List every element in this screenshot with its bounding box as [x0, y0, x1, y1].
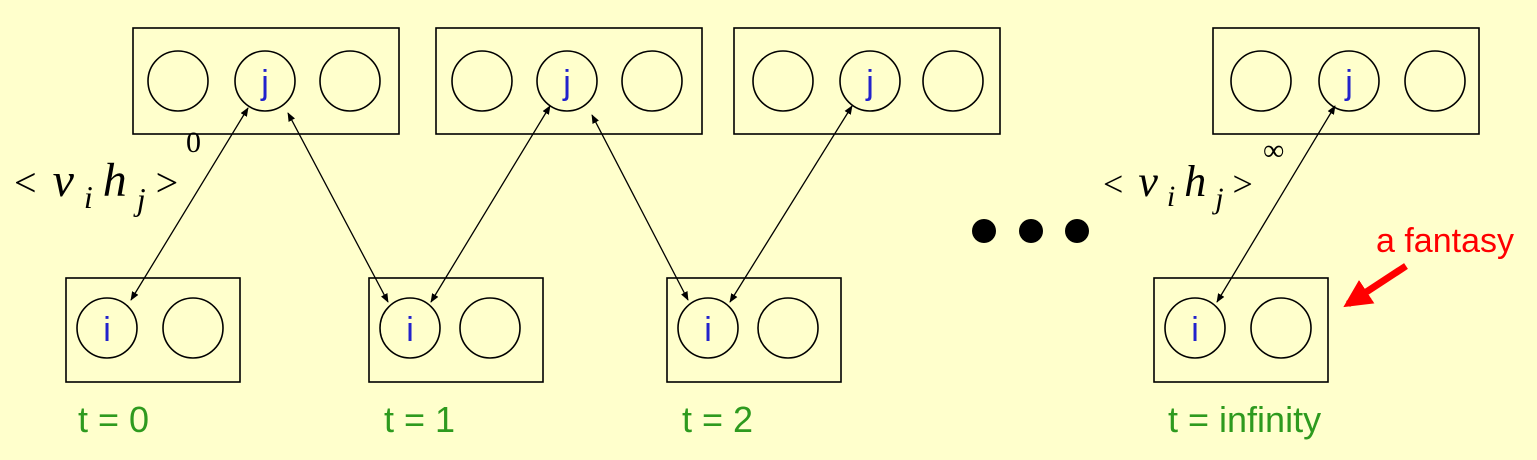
connection-arrow [430, 105, 551, 303]
hidden-unit [621, 50, 683, 112]
hidden-unit [319, 50, 381, 112]
connection-arrow [130, 107, 249, 301]
hidden-unit [1230, 50, 1292, 112]
svg-text:< v i h: < v i h j > [1103, 157, 1253, 216]
correlation-term-tinf: < v i h j > ∞ [1103, 134, 1284, 216]
h-symbol: h [103, 154, 127, 207]
h-symbol: h [1184, 157, 1206, 206]
ellipsis-dots [972, 219, 1089, 243]
superscript-zero: 0 [186, 126, 201, 159]
visible-layer-tinf: i [1153, 277, 1329, 383]
angle-close: > [156, 160, 179, 205]
visible-unit [757, 297, 819, 359]
hidden-layer-t2: j [733, 27, 1001, 135]
visible-unit [162, 297, 224, 359]
time-label-tinf: t = infinity [1168, 399, 1321, 440]
visible-unit [1250, 297, 1312, 359]
angle-open: < [14, 160, 37, 205]
hidden-unit [922, 50, 984, 112]
hidden-unit-j-label: j [260, 64, 269, 102]
hidden-unit-j [234, 50, 296, 112]
visible-unit-i [76, 297, 138, 359]
v-symbol: v [1138, 157, 1158, 206]
visible-unit-i [379, 297, 441, 359]
visible-layer-t2: i [666, 277, 842, 383]
visible-unit-i [677, 297, 739, 359]
hidden-unit-j [536, 50, 598, 112]
time-label-t1: t = 1 [384, 399, 455, 440]
hidden-unit-j [1318, 50, 1380, 112]
superscript-infinity: ∞ [1263, 134, 1284, 167]
v-subscript: i [84, 179, 93, 215]
h-subscript: j [1211, 182, 1223, 215]
hidden-unit [1404, 50, 1466, 112]
h-subscript: j [133, 181, 146, 217]
visible-layer-t1: i [368, 277, 544, 383]
hidden-unit-j [839, 50, 901, 112]
fantasy-annotation: a fantasy [1376, 222, 1514, 260]
angle-close: > [1233, 164, 1253, 204]
connection-arrow [287, 112, 389, 303]
svg-text:< v i h: < v i h j > [14, 154, 178, 219]
visible-unit [459, 297, 521, 359]
connection-arrow [591, 114, 689, 301]
hidden-unit [147, 50, 209, 112]
hidden-layer-t1: j [435, 27, 703, 135]
angle-open: < [1103, 164, 1123, 204]
visible-unit-i [1164, 297, 1226, 359]
hidden-unit [451, 50, 513, 112]
hidden-unit [752, 50, 814, 112]
hidden-unit-j-label: j [562, 64, 571, 102]
fantasy-arrow [1343, 263, 1408, 308]
visible-unit-i-label: i [103, 311, 111, 349]
hidden-unit-j-label: j [1344, 64, 1353, 102]
visible-unit-i-label: i [1191, 311, 1199, 349]
visible-unit-i-label: i [406, 311, 414, 349]
hidden-layer-t0: j [132, 27, 400, 135]
time-label-t2: t = 2 [682, 399, 753, 440]
v-subscript: i [1167, 180, 1175, 213]
v-symbol: v [53, 154, 75, 207]
visible-unit-i-label: i [704, 311, 712, 349]
time-label-t0: t = 0 [78, 399, 149, 440]
correlation-term-t0: < v i h j > 0 [14, 126, 201, 219]
hidden-unit-j-label: j [865, 64, 874, 102]
connection-arrow [729, 105, 853, 303]
visible-layer-t0: i [65, 277, 241, 383]
connection-arrow [1216, 105, 1336, 303]
hidden-layer-tinf: j [1212, 27, 1480, 135]
